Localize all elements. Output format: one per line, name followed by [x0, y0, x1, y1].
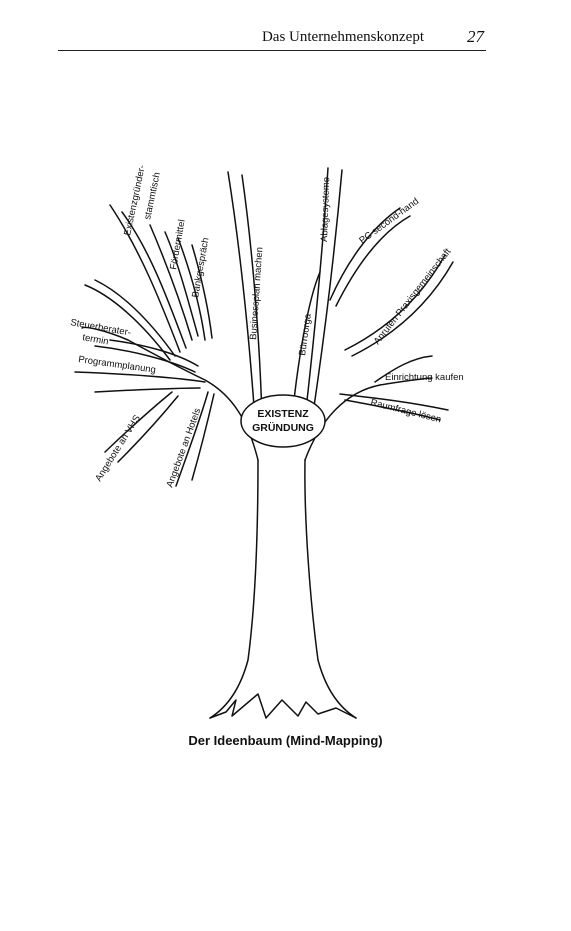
trunk-left	[209, 459, 259, 719]
running-title: Das Unternehmenskonzept	[261, 29, 424, 45]
branch-anrufen-b	[351, 261, 454, 357]
branch-far-left-b	[94, 279, 176, 357]
crown-left	[81, 326, 259, 461]
branch-pc-b	[335, 215, 411, 307]
branch-hotels-b	[191, 393, 215, 481]
label-existenz-2: stammtisch	[142, 171, 163, 220]
branch-raumfrage	[339, 393, 449, 411]
branch-foerder-b	[164, 231, 199, 337]
branch-business	[227, 171, 256, 421]
branch-ablage	[304, 167, 329, 419]
branch-business-b	[241, 174, 263, 419]
branch-steuer	[94, 345, 196, 373]
label-vhs: Angebote an VHS	[93, 413, 143, 483]
branch-existenz-b	[121, 211, 187, 349]
branch-anrufen	[344, 254, 446, 351]
figure-caption: Der Ideenbaum (Mind-Mapping)	[188, 733, 383, 748]
label-existenz-1: Existenzgründer-	[122, 164, 148, 237]
label-foerdermittel: Fördermittel	[168, 219, 188, 271]
branch-einrichtung	[374, 355, 433, 383]
label-buero: Bürroorga	[297, 312, 314, 356]
label-einrichtung: Einrichtung kaufen	[385, 372, 464, 383]
label-anrufen: Anrufen Praxisgemeinschaft	[372, 246, 454, 347]
label-steuer-2: termin	[81, 332, 109, 347]
label-raumfrage: Raumfrage lösen	[369, 397, 442, 425]
center-line-2: GRÜNDUNG	[252, 421, 314, 434]
page-header: Das Unternehmenskonzept 27	[58, 26, 486, 51]
label-pc: PC second-hand	[357, 196, 421, 247]
label-businessplan: Businessplan machen	[248, 247, 265, 340]
branch-pc	[329, 207, 401, 301]
tree-outline	[74, 167, 454, 719]
branch-ablage-b	[311, 169, 343, 421]
branch-hotels	[175, 391, 209, 487]
label-bankgespraech: Bankgespräch	[190, 237, 211, 299]
trunk-right	[304, 459, 357, 719]
branch-programm	[74, 371, 206, 383]
page-number: 27	[467, 27, 484, 46]
branch-vhs	[104, 391, 173, 453]
branch-programm-b	[94, 387, 201, 393]
branch-bank-b	[191, 244, 213, 339]
roots	[209, 693, 357, 719]
label-ablagesysteme: Ablagesysteme	[319, 177, 332, 242]
branch-bank	[177, 237, 206, 341]
center-line-1: EXISTENZ	[257, 408, 309, 420]
branch-steuer-b	[109, 339, 199, 367]
branch-raumfrage-b	[344, 399, 441, 421]
label-hotels: Angebote an Hotels	[164, 407, 203, 489]
branch-existenz	[109, 204, 181, 353]
branch-vhs-b	[117, 395, 179, 463]
branch-foerder	[149, 224, 193, 341]
branch-far-left	[84, 284, 171, 361]
center-node	[240, 394, 326, 448]
